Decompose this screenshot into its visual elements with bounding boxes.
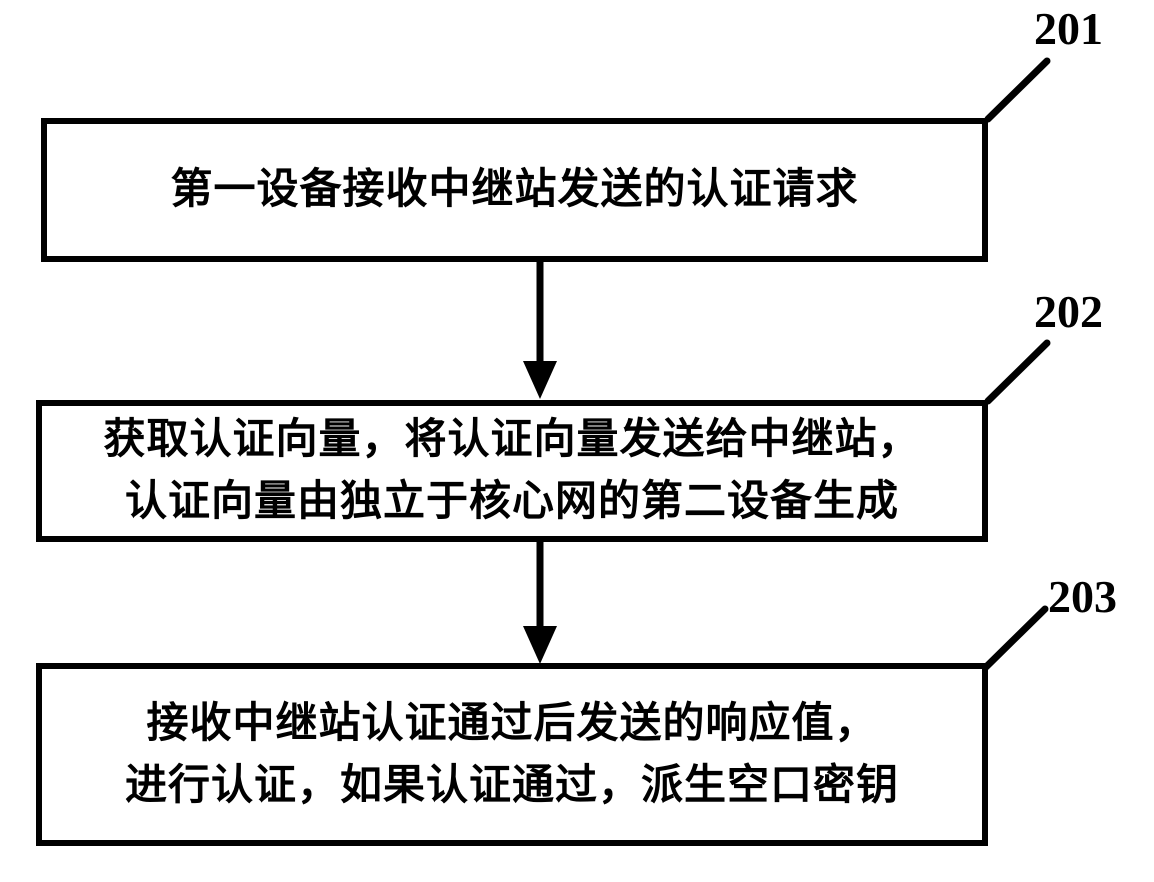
flow-step-202-text-line-2: 认证向量由独立于核心网的第二设备生成 — [124, 479, 899, 525]
step-number-201: 201 — [1034, 3, 1103, 54]
step-number-202: 202 — [1034, 286, 1103, 337]
flow-step-box-202: 获取认证向量，将认证向量发送给中继站， 认证向量由独立于核心网的第二设备生成 — [36, 400, 988, 542]
flow-step-box-203: 接收中继站认证通过后发送的响应值， 进行认证，如果认证通过，派生空口密钥 — [36, 663, 988, 846]
leader-line-202 — [984, 339, 1051, 405]
arrow-down-1 — [523, 262, 557, 399]
flow-step-202-text-line-1: 获取认证向量，将认证向量发送给中继站， — [103, 417, 921, 463]
leader-line-201 — [984, 57, 1051, 123]
leader-line-203 — [982, 605, 1049, 671]
flow-step-box-201: 第一设备接收中继站发送的认证请求 — [41, 118, 988, 262]
step-number-203: 203 — [1048, 571, 1117, 622]
arrow-down-2 — [523, 542, 557, 664]
flow-step-201-text: 第一设备接收中继站发送的认证请求 — [170, 167, 859, 213]
flow-step-203-text-line-1: 接收中继站认证通过后发送的响应值， — [146, 700, 878, 747]
flow-step-203-text-line-2: 进行认证，如果认证通过，派生空口密钥 — [124, 762, 899, 809]
